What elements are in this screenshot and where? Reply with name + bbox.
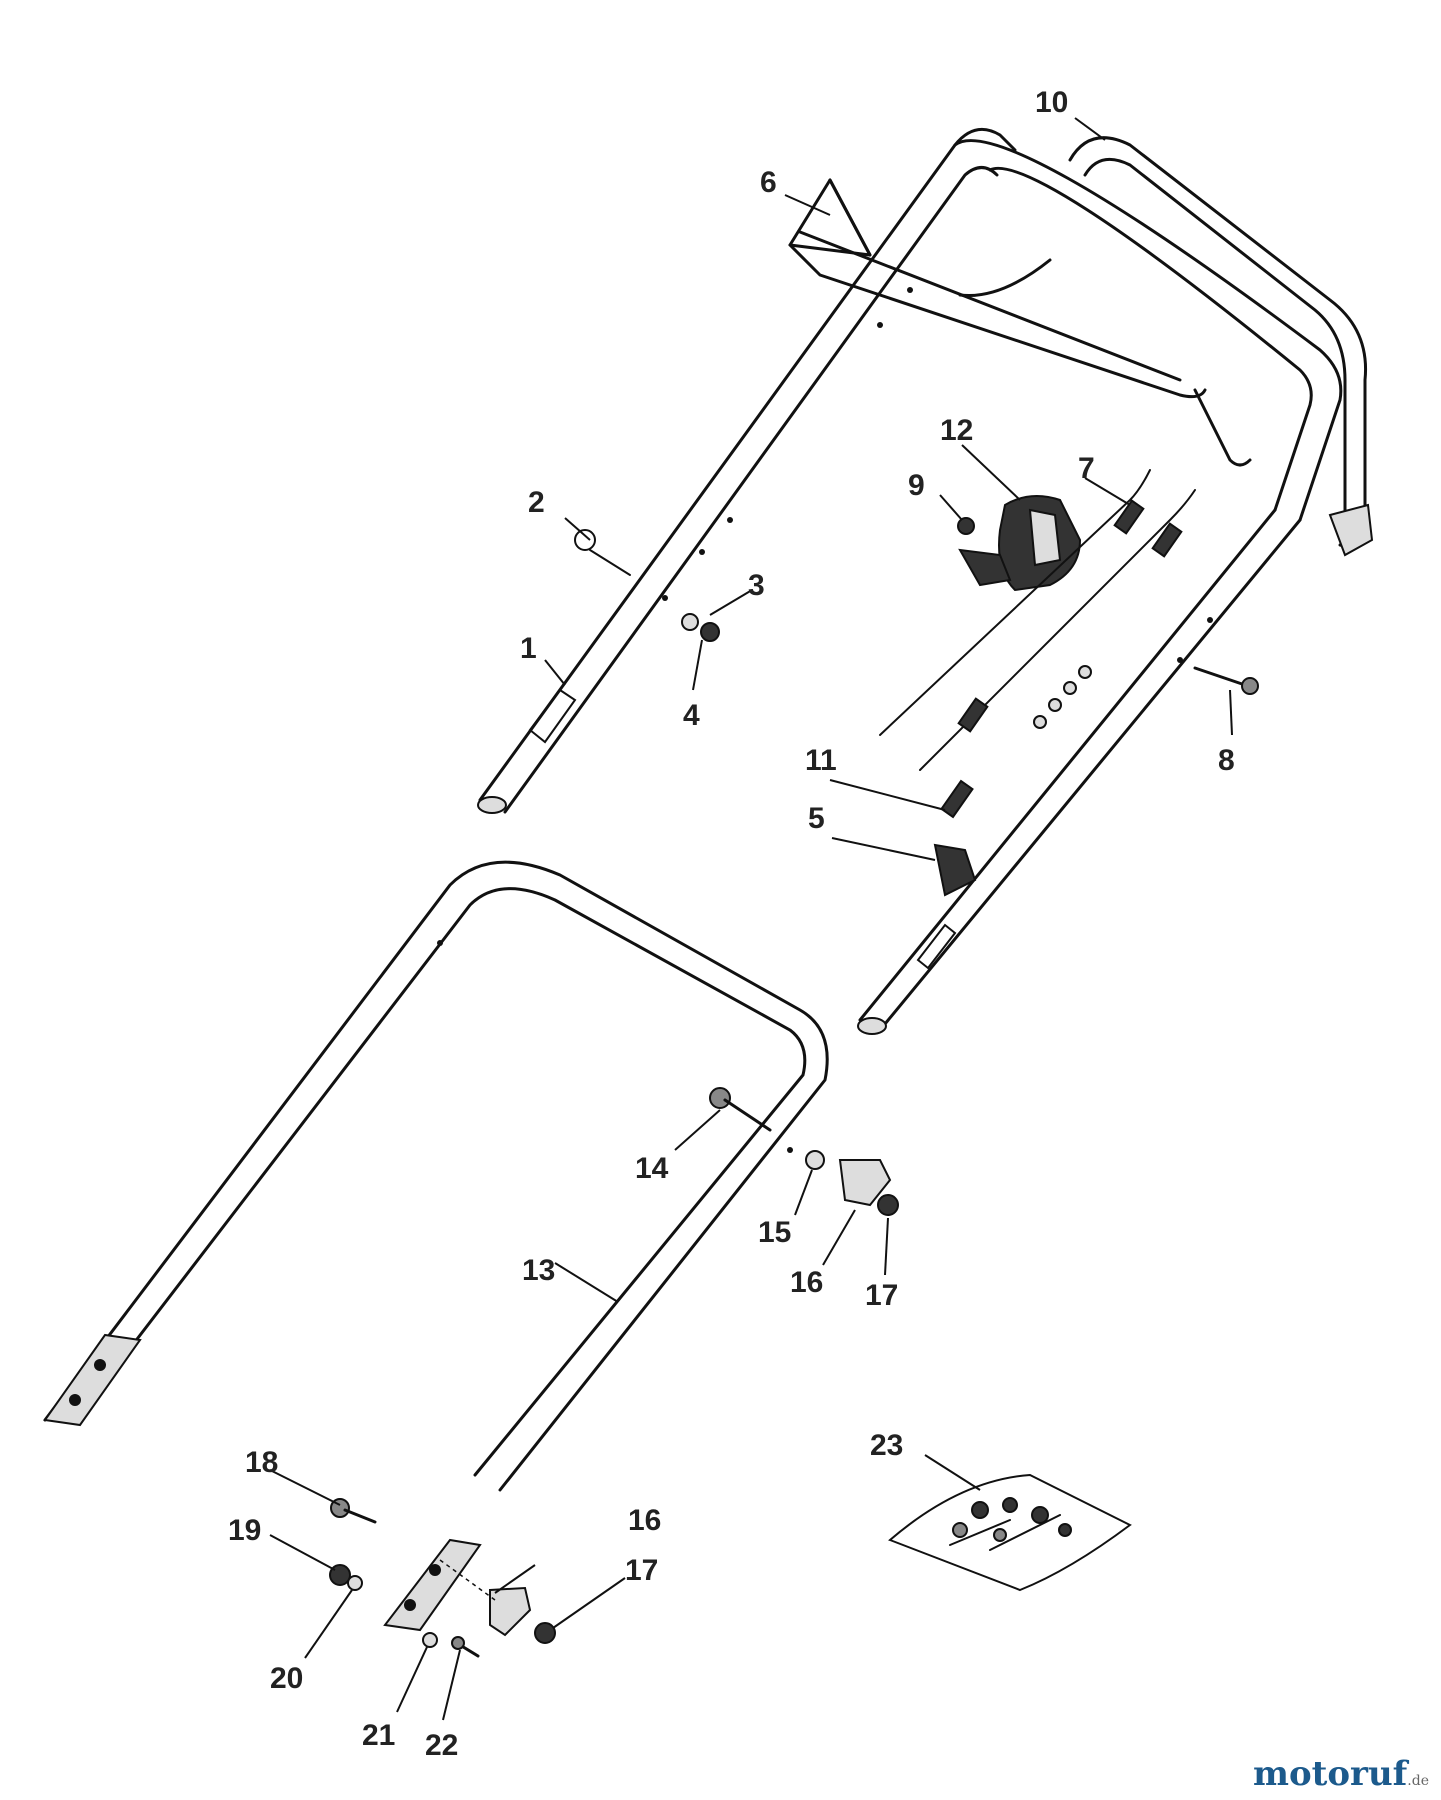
callout-21: 21 — [362, 1719, 395, 1752]
watermark-main: motoruf — [1253, 1754, 1408, 1794]
callout-2: 2 — [528, 486, 545, 519]
callout-9: 9 — [908, 469, 925, 502]
callout-19: 19 — [228, 1514, 261, 1547]
callout-23: 23 — [870, 1429, 903, 1462]
callout-4: 4 — [683, 699, 700, 732]
callout-16-b: 16 — [628, 1504, 661, 1537]
callout-6: 6 — [760, 166, 777, 199]
callout-13: 13 — [522, 1254, 555, 1287]
callout-16: 16 — [790, 1266, 823, 1299]
control-lever-part-12 — [957, 495, 1082, 592]
callout-labels: 1 2 3 4 5 6 7 8 9 10 11 12 13 14 15 16 1… — [228, 86, 1235, 1762]
upper-handle-frame — [477, 127, 1343, 1035]
callout-3: 3 — [748, 569, 765, 602]
callout-11: 11 — [805, 744, 837, 777]
callout-5: 5 — [808, 802, 825, 835]
callout-7: 7 — [1078, 452, 1095, 485]
leader-lines — [269, 117, 1233, 1721]
callout-17-b: 17 — [625, 1554, 658, 1587]
callout-10: 10 — [1035, 86, 1068, 119]
watermark-logo: motoruf.de — [1253, 1754, 1429, 1794]
bail-bar-part-10 — [1068, 136, 1374, 557]
callout-14: 14 — [635, 1152, 669, 1185]
callout-17: 17 — [865, 1279, 898, 1312]
callout-12: 12 — [940, 414, 973, 447]
lower-handle-part-13 — [43, 860, 829, 1632]
callout-18: 18 — [245, 1446, 278, 1479]
callout-1: 1 — [520, 632, 537, 665]
parts-bag-part-23 — [888, 1473, 1132, 1592]
callout-22: 22 — [425, 1729, 458, 1762]
cable-guide-part-6 — [788, 178, 1252, 467]
callout-8: 8 — [1218, 744, 1235, 777]
watermark-suffix: .de — [1407, 1773, 1429, 1789]
callout-20: 20 — [270, 1662, 303, 1695]
callout-15: 15 — [758, 1216, 791, 1249]
hardware-upper — [574, 529, 1259, 897]
cables-part-7-11 — [879, 469, 1196, 819]
hardware-lower — [329, 1087, 899, 1658]
